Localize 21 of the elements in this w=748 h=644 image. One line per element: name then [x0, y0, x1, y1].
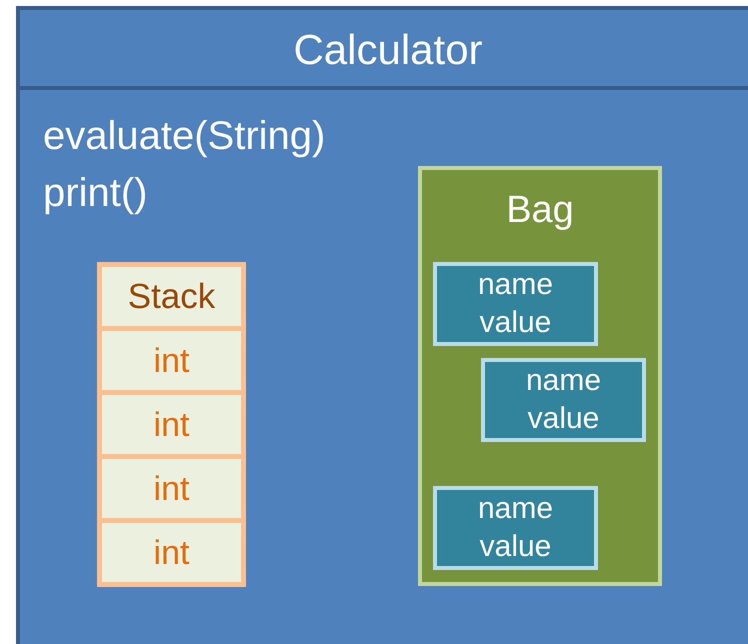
bag-title: Bag [506, 189, 574, 231]
entry-value: value [528, 401, 600, 437]
entry-value: value [480, 305, 552, 341]
class-box [16, 6, 748, 644]
bag-panel [418, 166, 662, 586]
type-label: int [154, 404, 190, 444]
entry-name: name [478, 491, 554, 527]
class-name: Calculator [293, 26, 483, 74]
entry-name: name [526, 363, 602, 399]
stack-table [97, 262, 246, 587]
type-label: int [154, 340, 190, 380]
method-name: evaluate(String) [43, 113, 326, 160]
type-label: int [154, 468, 190, 508]
type-label: int [154, 532, 190, 572]
entry-box [433, 486, 598, 570]
entry-box [481, 358, 646, 442]
stack-title: Stack [128, 276, 216, 316]
method-name: print() [43, 170, 148, 217]
entry-value: value [480, 529, 552, 565]
entry-box [433, 262, 598, 346]
entry-name: name [478, 267, 554, 303]
